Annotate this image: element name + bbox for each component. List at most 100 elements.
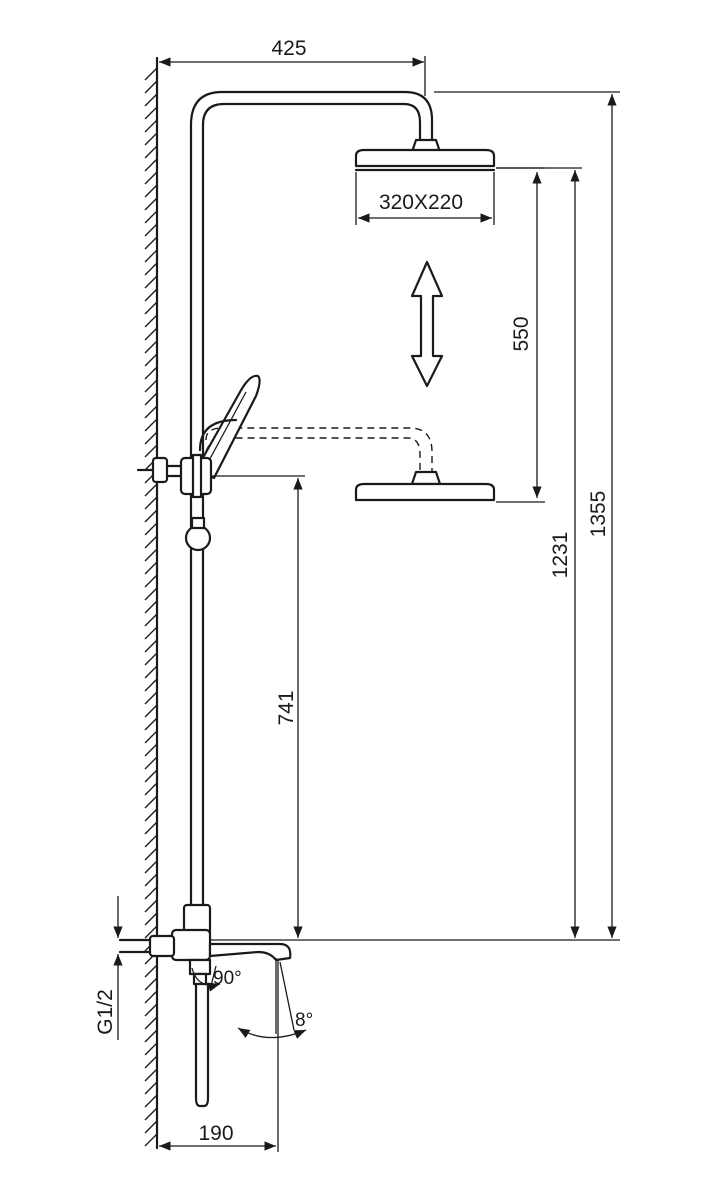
hatch-stroke: [144, 1003, 158, 1017]
wall: [144, 56, 159, 1150]
hatch-stroke: [144, 171, 158, 185]
hatch-stroke: [144, 314, 158, 328]
hatch-stroke: [144, 392, 158, 406]
angle-swivel-label: 90°: [213, 968, 242, 989]
dim-inlet-thread-label: G1/2: [94, 989, 117, 1035]
hatch-stroke: [144, 899, 158, 913]
hatch-stroke: [144, 808, 158, 822]
hatch-stroke: [144, 847, 158, 861]
hatch-stroke: [144, 106, 158, 120]
hatch-stroke: [144, 132, 158, 146]
hatch-stroke: [144, 80, 158, 94]
hatch-stroke: [144, 600, 158, 614]
hatch-stroke: [144, 873, 158, 887]
dim-top-reach-label: 425: [271, 37, 306, 60]
angle-tilt-label: 8°: [295, 1010, 313, 1031]
hatch-stroke: [144, 223, 158, 237]
wall-hatching: [144, 67, 158, 1147]
hatch-stroke: [144, 301, 158, 315]
hatch-stroke: [144, 379, 158, 393]
hatch-stroke: [144, 561, 158, 575]
dim-head-size-label: 320X220: [379, 191, 463, 214]
hatch-stroke: [144, 626, 158, 640]
hatch-stroke: [144, 431, 158, 445]
hatch-stroke: [144, 340, 158, 354]
hatch-stroke: [144, 522, 158, 536]
dimension-lines: [113, 56, 620, 1152]
hatch-stroke: [144, 1133, 158, 1147]
hatch-stroke: [144, 795, 158, 809]
hatch-stroke: [144, 639, 158, 653]
hatch-stroke: [144, 158, 158, 172]
hatch-stroke: [144, 496, 158, 510]
hatch-stroke: [144, 236, 158, 250]
hatch-stroke: [144, 1068, 158, 1082]
hatch-stroke: [144, 925, 158, 939]
hatch-stroke: [144, 93, 158, 107]
hatch-stroke: [144, 119, 158, 133]
hatch-stroke: [144, 756, 158, 770]
hatch-stroke: [144, 665, 158, 679]
hatch-stroke: [144, 418, 158, 432]
hatch-stroke: [144, 1029, 158, 1043]
hatch-stroke: [144, 1107, 158, 1121]
hatch-stroke: [144, 509, 158, 523]
hatch-stroke: [144, 587, 158, 601]
hatch-stroke: [144, 444, 158, 458]
hatch-stroke: [144, 184, 158, 198]
hatch-stroke: [144, 327, 158, 341]
angle-marks: [191, 958, 307, 1039]
hatch-stroke: [144, 964, 158, 978]
hatch-stroke: [144, 821, 158, 835]
hatch-stroke: [144, 1042, 158, 1056]
hatch-stroke: [144, 249, 158, 263]
hatch-stroke: [144, 782, 158, 796]
hatch-stroke: [144, 678, 158, 692]
hatch-stroke: [144, 886, 158, 900]
wall-bracket: [136, 453, 213, 552]
hatch-stroke: [144, 769, 158, 783]
hatch-stroke: [144, 743, 158, 757]
hatch-stroke: [144, 977, 158, 991]
riser-pipe: [189, 90, 434, 907]
double-arrow-vertical-icon: [410, 260, 444, 388]
hand-shower: [194, 374, 261, 480]
hatch-stroke: [144, 730, 158, 744]
hatch-stroke: [144, 704, 158, 718]
hatch-stroke: [144, 353, 158, 367]
hatch-stroke: [144, 1081, 158, 1095]
hatch-stroke: [144, 548, 158, 562]
hatch-stroke: [144, 483, 158, 497]
hatch-stroke: [144, 717, 158, 731]
hatch-stroke: [144, 834, 158, 848]
dim-height-mid-label: 1231: [549, 532, 572, 579]
hatch-stroke: [144, 145, 158, 159]
dim-height-lower-label: 741: [275, 690, 298, 725]
hatch-stroke: [144, 262, 158, 276]
hatch-stroke: [144, 405, 158, 419]
hatch-stroke: [144, 1120, 158, 1134]
hatch-stroke: [144, 67, 158, 81]
bath-mixer: [118, 903, 292, 1108]
hatch-stroke: [144, 912, 158, 926]
hatch-stroke: [144, 197, 158, 211]
hatch-stroke: [144, 691, 158, 705]
dim-height-total-label: 1355: [587, 491, 610, 538]
hatch-stroke: [144, 574, 158, 588]
hatch-stroke: [144, 210, 158, 224]
hatch-stroke: [144, 652, 158, 666]
hatch-stroke: [144, 275, 158, 289]
hatch-stroke: [144, 1094, 158, 1108]
dim-spout-projection-label: 190: [198, 1122, 233, 1145]
hatch-stroke: [144, 1055, 158, 1069]
hatch-stroke: [144, 366, 158, 380]
shower-head-lower: [205, 427, 496, 502]
hatch-stroke: [144, 535, 158, 549]
hatch-stroke: [144, 990, 158, 1004]
hatch-stroke: [144, 1016, 158, 1030]
dim-height-adjust-label: 550: [510, 316, 533, 351]
hatch-stroke: [144, 860, 158, 874]
shower-head-upper: [354, 138, 496, 172]
